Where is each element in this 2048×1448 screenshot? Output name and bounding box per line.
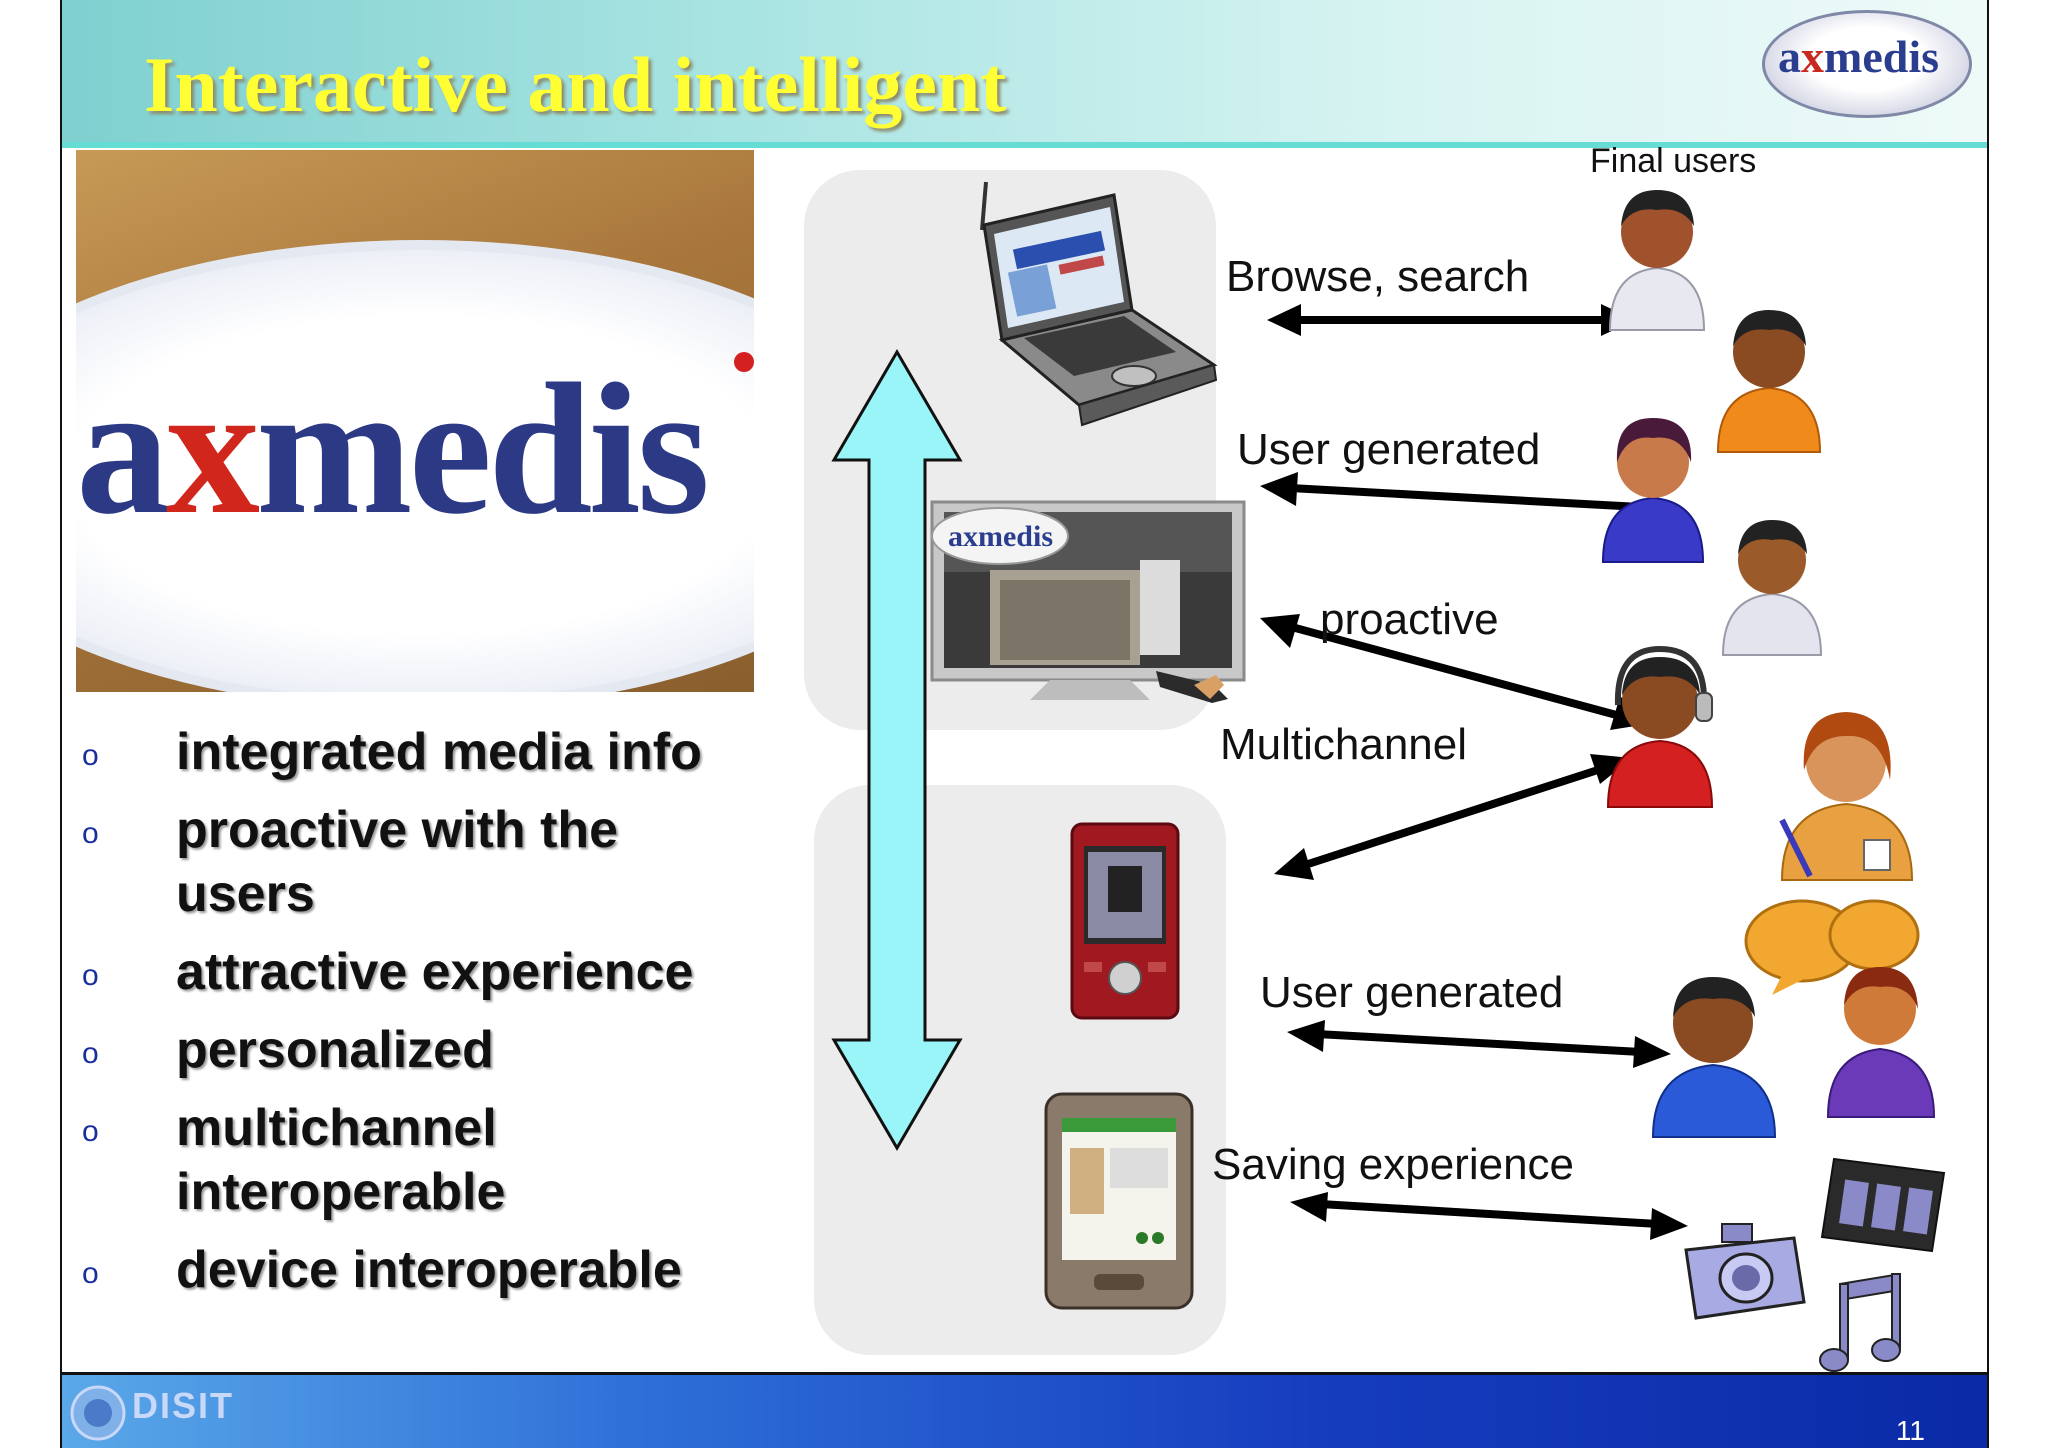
film-strip-icon: [1820, 1157, 1946, 1253]
bullet-mark: o: [82, 1037, 99, 1070]
university-seal-icon: [70, 1385, 126, 1441]
bullet-item: o integrated media info: [76, 720, 836, 784]
tv-logo-text: axmedis: [948, 520, 1053, 553]
user-icon: [1608, 190, 1706, 331]
title-bar: [62, 0, 1987, 148]
photo-red-sphere: [734, 352, 754, 372]
bullet-item: o proactive with the users: [76, 798, 736, 926]
headset-user-icon: [1606, 645, 1714, 808]
bullet-mark: o: [82, 959, 99, 992]
final-users-label: Final users: [1590, 142, 1757, 180]
page-number: 11: [1895, 1415, 1925, 1446]
bullet-mark: o: [82, 1115, 99, 1148]
photo-logo-medis: medis: [256, 344, 710, 553]
axmedis-photo: axmedis: [76, 150, 754, 692]
axmedis-logo: [1762, 10, 1972, 118]
bullet-mark: o: [82, 1257, 99, 1290]
bullet-text: integrated media info: [176, 723, 702, 781]
bullet-item: o personalized: [76, 1018, 836, 1082]
bullet-text: attractive experience: [176, 943, 694, 1001]
photo-logo-text: axmedis: [76, 340, 710, 557]
user-generated-label-1: User generated: [1237, 425, 1541, 474]
camera-icon: [1684, 1223, 1806, 1320]
slide: Interactive and intelligent axmedis axme…: [60, 0, 1989, 1448]
remote-control-icon: [1156, 671, 1228, 703]
pda-icon: [1044, 1092, 1194, 1310]
music-note-icon: [1819, 1272, 1901, 1372]
tv-icon: axmedis: [930, 500, 1246, 700]
proactive-label: proactive: [1320, 595, 1499, 644]
double-arrow-shape: [831, 349, 963, 1151]
logo-text-medis: medis: [1824, 31, 1939, 82]
bidirectional-device-arrow: [831, 349, 963, 1151]
logo-x-mark: x: [1801, 31, 1824, 82]
mobile-phone-icon: [1070, 822, 1180, 1020]
axmedis-logo-text: axmedis: [1778, 30, 1939, 83]
user-icon: [1721, 520, 1823, 656]
browse-search-label: Browse, search: [1226, 252, 1530, 301]
user-generated-label-2: User generated: [1260, 968, 1564, 1017]
logo-text-a: a: [1778, 31, 1801, 82]
footer-bar: DISIT 11: [62, 1372, 1987, 1448]
user-icon: [1601, 418, 1705, 563]
user-icon: [1826, 967, 1936, 1118]
saving-experience-label: Saving experience: [1212, 1140, 1575, 1189]
bullet-text: device interoperable: [176, 1241, 682, 1299]
laptop-icon: [980, 181, 1218, 427]
photo-logo-a: a: [76, 344, 170, 553]
bullet-item: o attractive experience: [76, 940, 836, 1004]
bullet-mark: o: [82, 739, 99, 772]
red-sphere-shape: [734, 352, 754, 372]
user-icon: [1779, 712, 1914, 881]
chat-bubble-icon: [1744, 899, 1920, 995]
bullet-text: multichannel interoperable: [176, 1099, 506, 1221]
user-icon: [1651, 977, 1777, 1138]
user-generated-arrow-1: [1260, 472, 1659, 512]
bullet-text: personalized: [176, 1021, 494, 1079]
bullet-list: o integrated media info o proactive with t…: [76, 720, 836, 1316]
bullet-item: o multichannel interoperable: [76, 1096, 646, 1224]
multichannel-arrow: [1274, 754, 1632, 880]
photo-logo-oval: [76, 240, 754, 692]
bullet-item: o device interoperable: [76, 1238, 836, 1302]
bullet-text: proactive with the users: [176, 801, 619, 923]
browse-search-arrow: [1267, 304, 1635, 336]
user-icon: [1716, 310, 1822, 453]
disit-logo-text: DISIT: [132, 1385, 235, 1426]
bullet-mark: o: [82, 817, 99, 850]
saving-experience-arrow: [1290, 1192, 1688, 1240]
user-generated-arrow-2: [1287, 1020, 1671, 1068]
multichannel-label: Multichannel: [1220, 720, 1468, 769]
photo-logo-x: x: [166, 344, 260, 553]
slide-title: Interactive and intelligent: [144, 41, 1007, 128]
